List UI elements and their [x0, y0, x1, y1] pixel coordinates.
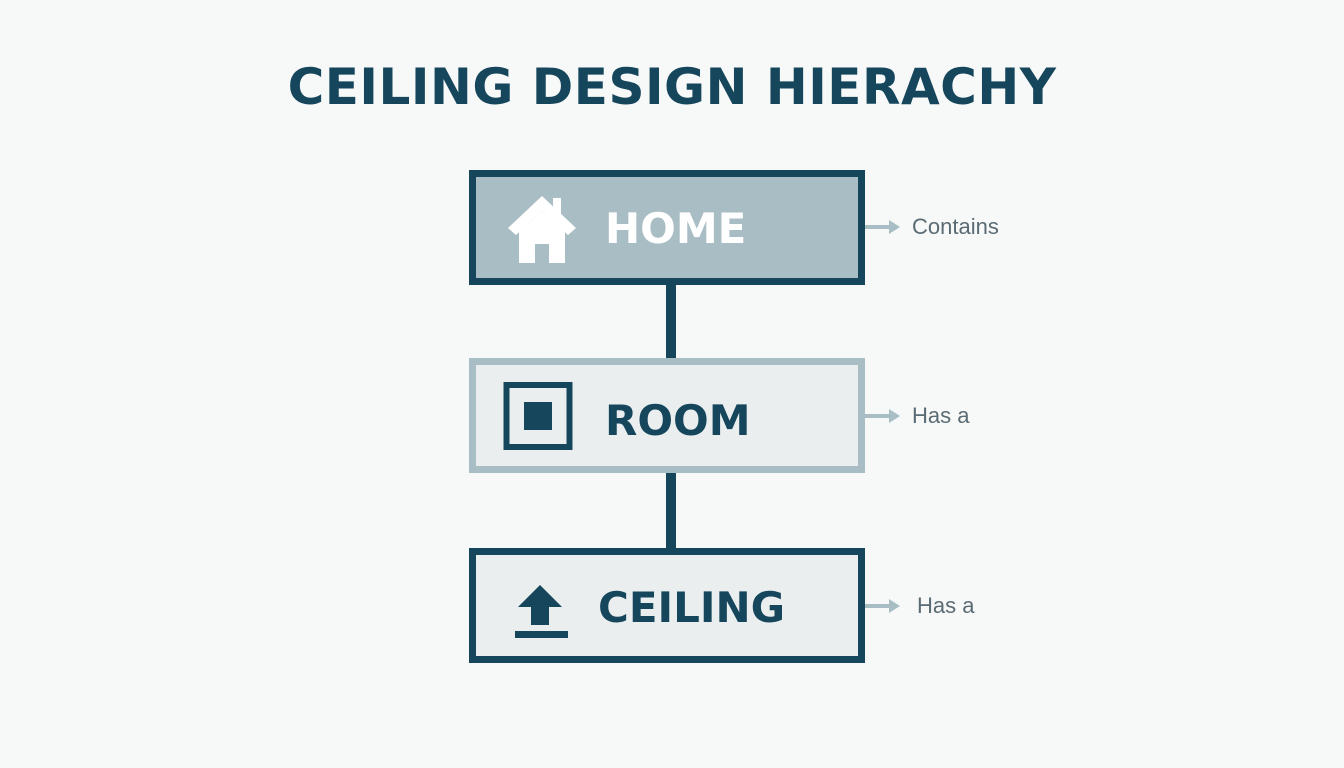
arrow-right-icon [865, 409, 900, 423]
diagram-title: CEILING DESIGN HIERACHY [287, 58, 1057, 116]
relation-has-a-room: Has a [865, 401, 969, 431]
arrow-right-icon [865, 220, 900, 234]
node-ceiling-label: CEILING [598, 583, 786, 632]
node-room-label: ROOM [605, 396, 751, 445]
relation-label: Has a [912, 403, 970, 428]
connector-home-room [666, 284, 676, 358]
relation-label: Contains [912, 214, 999, 239]
relation-has-a-ceiling: Has a [865, 591, 974, 621]
node-home-label: HOME [605, 204, 747, 253]
connector-room-ceiling [666, 473, 676, 548]
node-ceiling: CEILING [469, 548, 865, 663]
relation-label: Has a [917, 593, 975, 618]
square-room-icon [503, 382, 573, 450]
node-home: HOME [469, 170, 865, 285]
house-icon [508, 196, 576, 263]
node-room: ROOM [469, 358, 865, 473]
arrow-right-icon [865, 599, 900, 613]
upward-arrow-icon [515, 585, 568, 638]
relation-contains: Contains [865, 212, 999, 242]
